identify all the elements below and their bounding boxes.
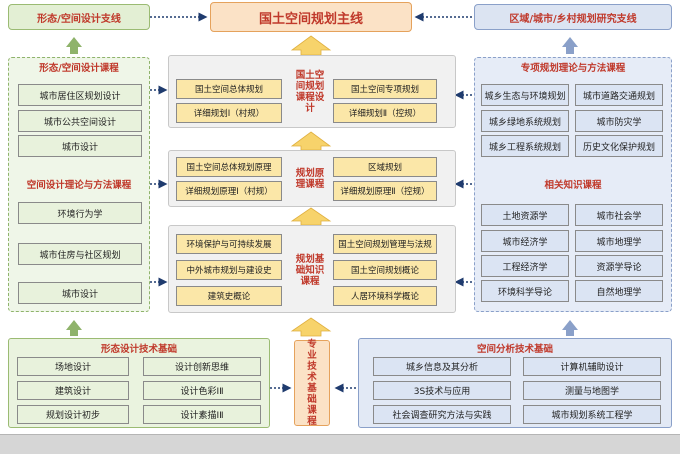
- left-top-item-1: 城市公共空间设计: [18, 110, 142, 132]
- bottom-left-item-3: 设计色彩ⅠⅡ: [143, 381, 261, 400]
- right-mid-item-2: 城市经济学: [481, 230, 569, 252]
- row3-left-1: 中外城市规划与建设史: [176, 260, 282, 280]
- bottom-left-item-0: 场地设计: [17, 357, 129, 376]
- left-panel-title-top: 形态/空间设计课程: [39, 63, 119, 74]
- yellow-arrow-2: [290, 131, 332, 151]
- row2-left-0: 国土空间总体规划原理: [176, 157, 282, 177]
- blue-arrow-2: [562, 320, 578, 336]
- right-top-item-3: 城市防灾学: [575, 110, 663, 132]
- green-up-arrows: [66, 37, 82, 336]
- row2-right-1: 详细规划原理Ⅱ（控规）: [333, 181, 437, 201]
- blue-up-arrows: [562, 37, 578, 336]
- right-top-item-4: 城乡工程系统规划: [481, 135, 569, 157]
- left-top-item-0: 城市居住区规划设计: [18, 84, 142, 106]
- bottom-right-title: 空间分析技术基础: [476, 344, 553, 355]
- top-left-branch: 形态/空间设计支线: [8, 4, 150, 30]
- left-top-item-2: 城市设计: [18, 135, 142, 157]
- row3-right-0: 国土空间规划管理与法规: [333, 234, 437, 254]
- row1-label: 国土空间规划课程设计: [295, 70, 325, 114]
- bottom-left-panel: 形态设计技术基础 场地设计 设计创新思维 建筑设计 设计色彩ⅠⅡ 规划设计初步 …: [8, 338, 270, 428]
- left-mid-item-2: 城市设计: [18, 282, 142, 304]
- bottom-left-item-5: 设计素描ⅠⅡ: [143, 405, 261, 424]
- green-arrow-1: [66, 37, 82, 54]
- center-row-design: 国土空间总体规划 详细规划Ⅰ（村规） 国土空间规划课程设计 国土空间专项规划 详…: [168, 55, 456, 128]
- right-mid-item-1: 城市社会学: [575, 204, 663, 226]
- row1-right-0: 国土空间专项规划: [333, 79, 437, 99]
- row3-label: 规划基础知识课程: [295, 253, 325, 287]
- base-bar: [0, 434, 680, 454]
- bottom-right-item-5: 城市规划系统工程学: [523, 405, 661, 424]
- bottom-right-item-1: 计算机辅助设计: [523, 357, 661, 376]
- center-row-principle: 国土空间总体规划原理 详细规划原理Ⅰ（村规） 规划原理课程 区域规划 详细规划原…: [168, 150, 456, 207]
- row2-label: 规划原理课程: [295, 168, 325, 190]
- right-panel-title-top: 专项规划理论与方法课程: [520, 63, 626, 74]
- bottom-right-panel: 空间分析技术基础 城乡信息及其分析 计算机辅助设计 3S技术与应用 测量与地图学…: [358, 338, 672, 428]
- bottom-left-item-2: 建筑设计: [17, 381, 129, 400]
- bottom-right-item-4: 社会调查研究方法与实践: [373, 405, 511, 424]
- row2-right-0: 区域规划: [333, 157, 437, 177]
- row3-left-2: 建筑史概论: [176, 286, 282, 306]
- right-panel: 专项规划理论与方法课程 城乡生态与环境规划 城市道路交通规划 城乡绿地系统规划 …: [474, 57, 672, 312]
- center-row-basic: 环境保护与可持续发展 中外城市规划与建设史 建筑史概论 规划基础知识课程 国土空…: [168, 225, 456, 313]
- row1-left-1: 详细规划Ⅰ（村规）: [176, 103, 282, 123]
- row2-left-1: 详细规划原理Ⅰ（村规）: [176, 181, 282, 201]
- bottom-right-item-0: 城乡信息及其分析: [373, 357, 511, 376]
- right-mid-item-7: 自然地理学: [575, 280, 663, 302]
- left-mid-item-1: 城市住房与社区规划: [18, 243, 142, 265]
- row3-right-2: 人居环境科学概论: [333, 286, 437, 306]
- top-main-line: 国土空间规划主线: [210, 2, 412, 32]
- right-mid-item-3: 城市地理学: [575, 230, 663, 252]
- right-top-item-1: 城市道路交通规划: [575, 84, 663, 106]
- bottom-right-item-3: 测量与地图学: [523, 381, 661, 400]
- bottom-center-box: 专业技术基础课程: [294, 339, 330, 427]
- bottom-left-item-1: 设计创新思维: [143, 357, 261, 376]
- right-mid-item-4: 工程经济学: [481, 255, 569, 277]
- right-mid-item-5: 资源学导论: [575, 255, 663, 277]
- bottom-left-title: 形态设计技术基础: [100, 344, 177, 355]
- top-right-branch: 区域/城市/乡村规划研究支线: [474, 4, 672, 30]
- row1-left-0: 国土空间总体规划: [176, 79, 282, 99]
- bottom-left-item-4: 规划设计初步: [17, 405, 129, 424]
- right-top-item-0: 城乡生态与环境规划: [481, 84, 569, 106]
- yellow-up-arrows: [290, 35, 332, 337]
- yellow-arrow-3: [290, 207, 332, 226]
- right-mid-item-6: 环境科学导论: [481, 280, 569, 302]
- blue-arrow-1: [562, 37, 578, 54]
- bottom-right-item-2: 3S技术与应用: [373, 381, 511, 400]
- left-panel: 形态/空间设计课程 城市居住区规划设计 城市公共空间设计 城市设计 空间设计理论…: [8, 57, 150, 312]
- row1-right-1: 详细规划Ⅱ（控规）: [333, 103, 437, 123]
- right-top-item-5: 历史文化保护规划: [575, 135, 663, 157]
- right-mid-item-0: 土地资源学: [481, 204, 569, 226]
- yellow-arrow-1: [290, 35, 332, 56]
- left-panel-title-mid: 空间设计理论与方法课程: [26, 180, 132, 191]
- right-panel-title-mid: 相关知识课程: [544, 180, 602, 191]
- left-mid-item-0: 环境行为学: [18, 202, 142, 224]
- row3-left-0: 环境保护与可持续发展: [176, 234, 282, 254]
- bottom-center-label: 专业技术基础课程: [307, 339, 317, 427]
- right-top-item-2: 城乡绿地系统规划: [481, 110, 569, 132]
- green-arrow-2: [66, 320, 82, 336]
- row3-right-1: 国土空间规划概论: [333, 260, 437, 280]
- yellow-arrow-4: [290, 317, 332, 337]
